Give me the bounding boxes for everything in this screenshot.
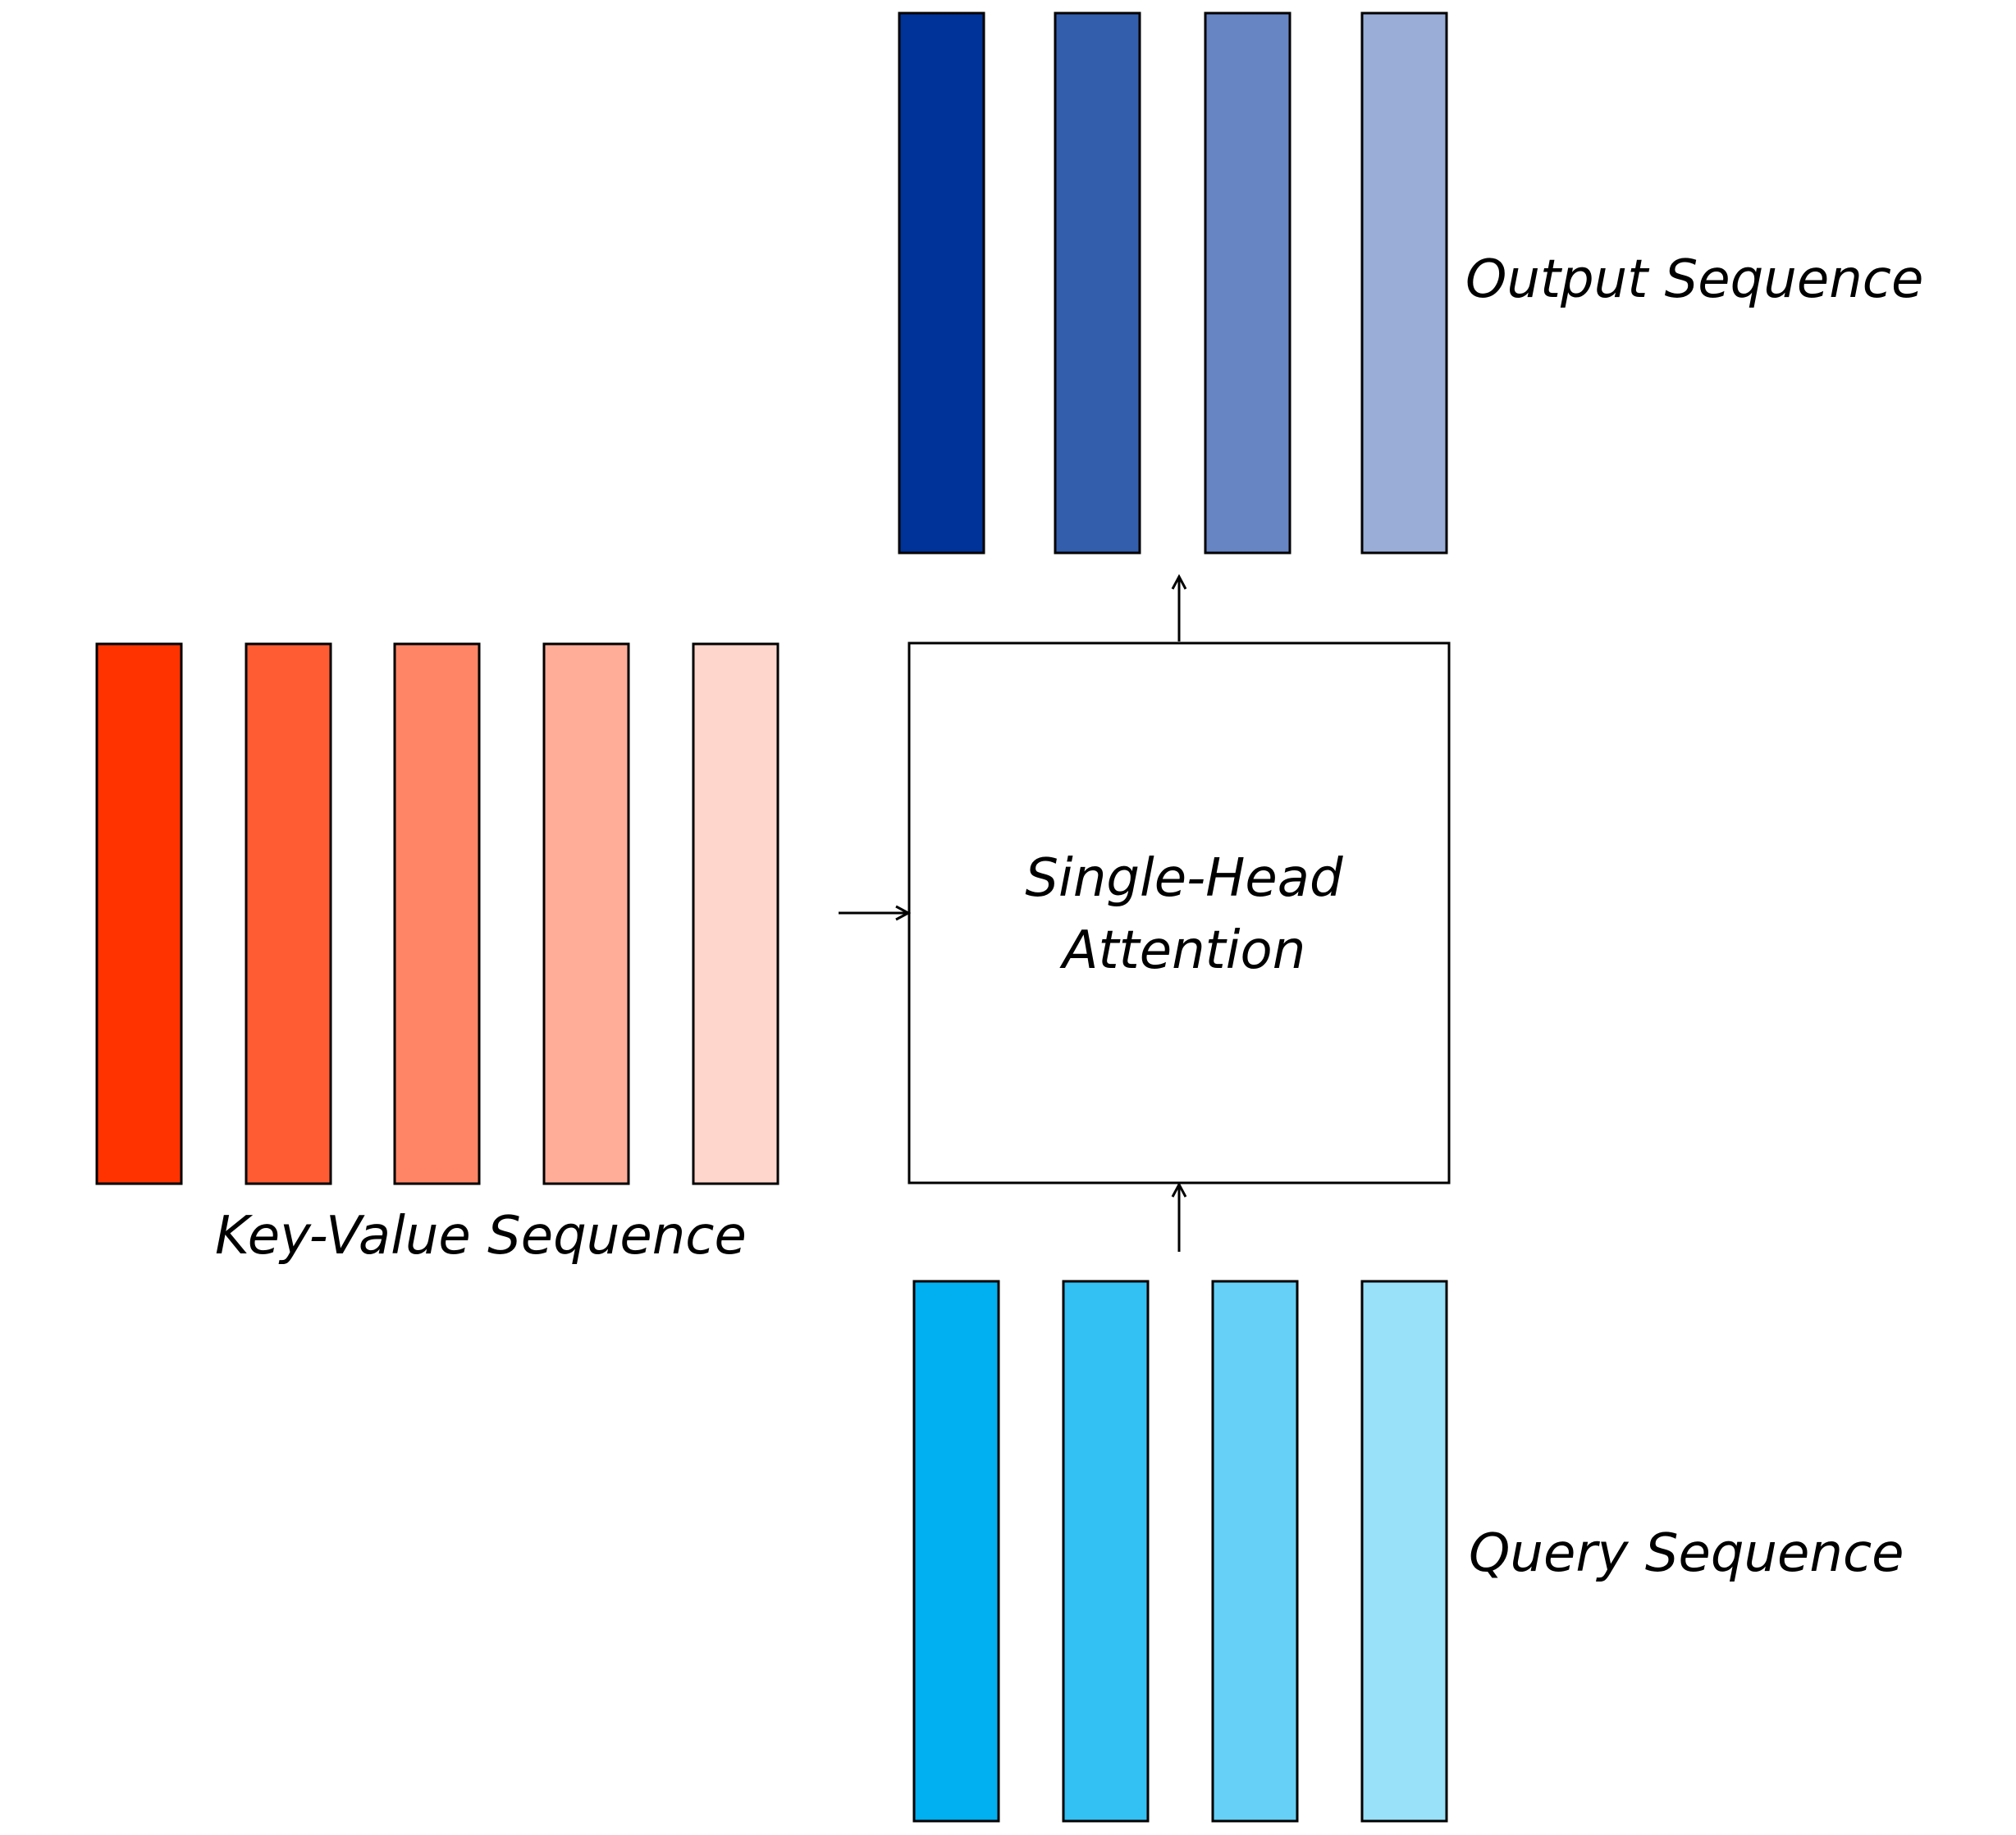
output-sequence-label: Output Sequence [1465,249,1923,310]
query-token-bar-1 [912,1280,1000,1823]
key-value-token-bar-1 [95,642,183,1185]
query-token-bar-3 [1211,1280,1299,1823]
key-value-sequence-label: Key-Value Sequence [215,1206,747,1267]
attention-block-title-line1: Single-Head [1025,848,1343,909]
attention-block-title-line2: Attention [1059,920,1306,981]
key-value-token-bar-5 [692,642,779,1185]
output-token-bar-2 [1054,11,1141,555]
attention-block [907,641,1451,1185]
output-token-bar-1 [898,11,985,555]
query-token-bar-2 [1062,1280,1150,1823]
query-sequence-label: Query Sequence [1469,1523,1904,1584]
key-value-token-bar-4 [542,642,630,1185]
query-sequence [912,1280,1448,1823]
output-token-bar-3 [1204,11,1291,555]
output-sequence [898,11,1448,555]
key-value-token-bar-3 [393,642,481,1185]
key-value-sequence [95,642,779,1185]
output-token-bar-4 [1360,11,1448,555]
key-value-token-bar-2 [245,642,332,1185]
query-token-bar-4 [1360,1280,1448,1823]
